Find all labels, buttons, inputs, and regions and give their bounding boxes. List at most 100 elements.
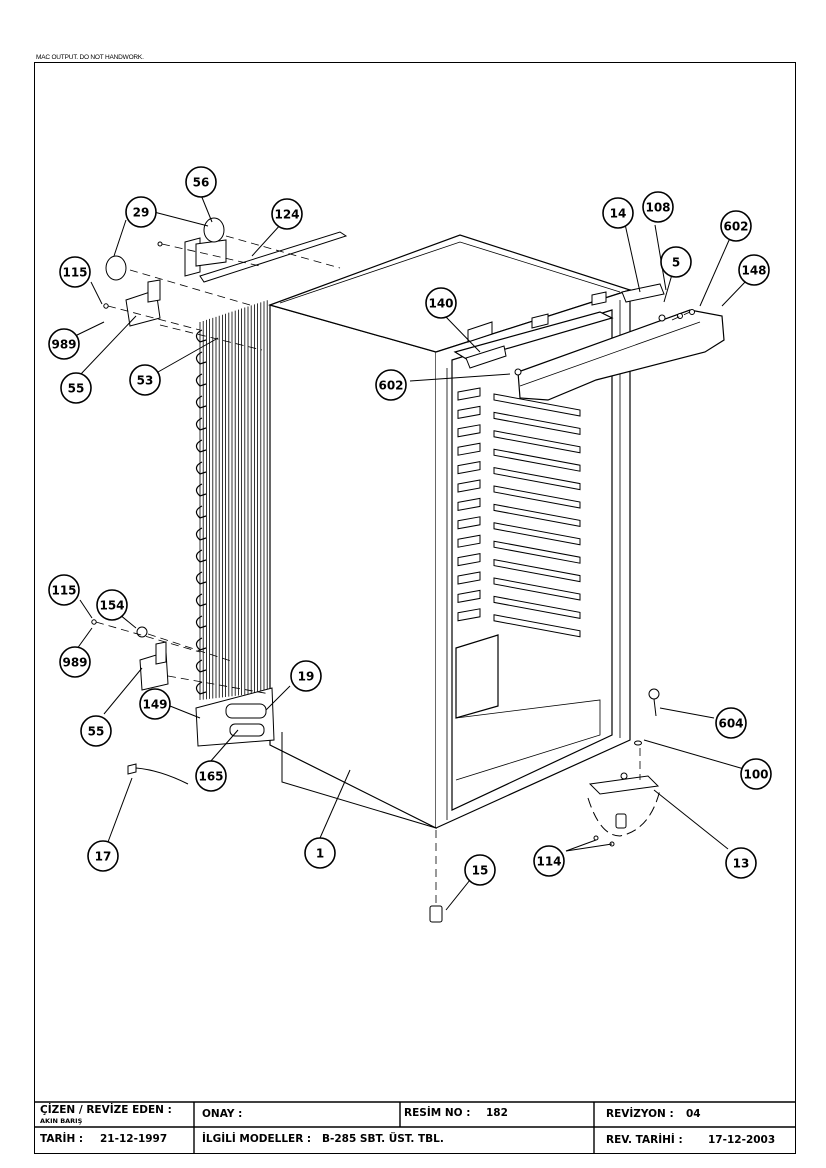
shelf-rail-right [493,430,581,454]
callout-label: 13 [733,857,750,871]
shelf-rail-right [493,577,581,601]
callout-56: 56 [185,166,217,198]
coil-bend [195,439,207,453]
callout-label: 55 [68,382,85,396]
callout-label: 100 [743,768,768,782]
callout-602: 602 [375,369,407,401]
shelf-rail-right [493,466,581,491]
coil-bend [195,417,207,431]
approval-label: ONAY : [202,1108,243,1120]
shelf-rail-left [457,608,481,622]
callout-149: 149 [139,688,171,720]
callout-14: 14 [602,197,634,229]
coil-bend [195,527,207,541]
callout-108: 108 [642,191,674,223]
callout-label: 115 [62,266,87,280]
rev-date-label: REV. TARİHİ : [606,1134,683,1146]
callout-989: 989 [59,646,91,678]
coil-bend [195,395,207,409]
drawn-by-label: ÇİZEN / REVİZE EDEN : [40,1104,172,1116]
condenser-coil [195,300,268,700]
callout-label: 165 [198,770,223,784]
callout-label: 989 [51,338,76,352]
callout-label: 1 [316,847,324,861]
models-label: İLGİLİ MODELLER : [202,1133,312,1145]
lower-hinge-parts [91,619,275,785]
callout-label: 55 [88,725,105,739]
drawing-note: MAC OUTPUT. DO NOT HANDWORK. [36,54,144,61]
coil-bend [195,593,207,607]
revision-label: REVİZYON : [606,1108,674,1120]
shelf-rail-left [457,442,481,456]
callout-label: 14 [610,207,627,221]
callout-label: 148 [741,264,766,278]
callout-5: 5 [660,246,692,278]
callout-115: 115 [59,256,91,288]
coil-bend [195,351,207,365]
shelf-rail-right [493,503,581,528]
coil-bend [195,659,207,673]
drawing-frame [34,62,796,1154]
shelf-rail-right [493,558,581,583]
callout-label: 124 [274,208,299,222]
callout-100: 100 [740,758,772,790]
callout-label: 602 [723,220,748,234]
shelf-rail-left [457,589,481,603]
callout-label: 114 [536,855,561,869]
callout-label: 15 [472,864,489,878]
callout-604: 604 [715,707,747,739]
callout-label: 989 [62,656,87,670]
shelf-rail-left [457,497,481,511]
callout-label: 19 [298,670,315,684]
coil-bend [195,461,207,475]
coil-bend [195,571,207,585]
models-value: B-285 SBT. ÜST. TBL. [322,1133,444,1145]
shelf-rail-left [457,461,481,475]
drawing-no-label: RESİM NO : [404,1107,471,1119]
shelf-rail-right [493,393,581,417]
callout-label: 56 [193,176,210,190]
shelf-rail-right [493,522,581,546]
callout-17: 17 [87,840,119,872]
upper-hinge-parts [103,217,348,327]
callout-13: 13 [725,847,757,879]
callout-label: 602 [378,379,403,393]
date-label: TARİH : [40,1133,84,1145]
shelf-rail-left [457,534,481,548]
date-value: 21-12-1997 [100,1133,168,1145]
callout-115: 115 [48,574,80,606]
callout-label: 115 [51,584,76,598]
callout-165: 165 [195,760,227,792]
callout-label: 5 [672,256,680,270]
assembly-lines [95,235,691,906]
callout-124: 124 [271,198,303,230]
callout-154: 154 [96,589,128,621]
shelf-rail-right [493,411,581,436]
callout-114: 114 [533,845,565,877]
callout-label: 149 [142,698,167,712]
callout-label: 108 [645,201,670,215]
coil-bend [195,373,207,387]
rev-date-value: 17-12-2003 [708,1134,776,1146]
coil-bend [195,615,207,629]
shelf-rail-right [493,614,581,638]
callout-label: 154 [99,599,124,613]
bottom-parts [429,688,661,923]
drawn-by-name: AKIN BARIŞ [40,1117,83,1125]
coil-bend [195,681,207,695]
shelf-rail-right [493,485,581,509]
shelf-rail-right [493,448,581,472]
callout-140: 140 [425,287,457,319]
callout-989: 989 [48,328,80,360]
coil-bend [195,637,207,651]
callout-label: 604 [718,717,743,731]
callout-1: 1 [304,837,336,869]
coil-bend [195,549,207,563]
leader-lines [73,194,748,911]
shelf-rail-left [457,571,481,585]
callout-55: 55 [60,372,92,404]
callout-label: 29 [133,206,150,220]
cabinet-side-panel [269,304,437,829]
callout-19: 19 [290,660,322,692]
